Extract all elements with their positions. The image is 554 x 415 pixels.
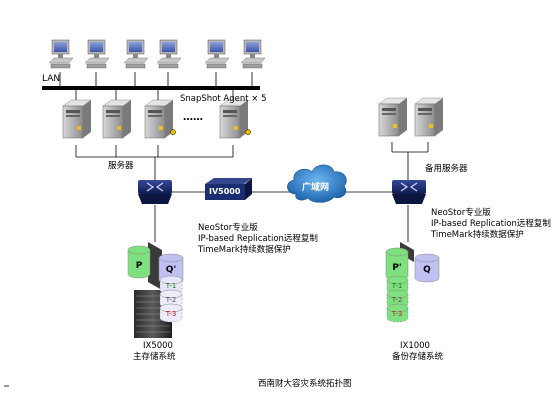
servers-label: 服务器 (108, 161, 134, 171)
server-icon (62, 99, 92, 139)
server-icon (219, 99, 252, 139)
primary-feature-3: TimeMark持续数据保护 (198, 245, 291, 255)
primary-volumes: P Q' T-1T-2T-3 (127, 245, 184, 323)
svg-text:T-2: T-2 (391, 296, 403, 304)
backup-volumes: P' Q T-1T-2T-3 (385, 247, 440, 323)
backup-model-label: IX1000 (400, 341, 430, 351)
svg-text:T-1: T-1 (391, 282, 403, 290)
diagram-caption: 西南财大容灾系统拓扑图 (258, 379, 352, 389)
snapshot-agent-label: SnapShot Agent × 5 (180, 94, 267, 104)
backup-feature-1: NeoStor专业版 (431, 208, 491, 218)
connection-lines (59, 72, 429, 242)
svg-text:P': P' (392, 263, 401, 273)
workstation-icon (204, 39, 230, 69)
workstation-icon (123, 39, 149, 69)
server-icon (414, 97, 444, 137)
primary-rack-top (148, 242, 162, 290)
lan-label: LAN (42, 74, 61, 84)
workstation-icon (240, 39, 266, 69)
iv5000-appliance (205, 178, 252, 200)
backup-name-label: 备份存储系统 (392, 352, 444, 362)
primary-model-label: IX5000 (143, 341, 173, 351)
primary-router (138, 180, 172, 204)
server-icon (378, 97, 408, 137)
svg-text:T-3: T-3 (165, 310, 177, 318)
servers (62, 97, 444, 139)
svg-text:Q': Q' (166, 265, 176, 275)
svg-text:T-1: T-1 (165, 282, 177, 290)
backup-feature-3: TimeMark持续数据保护 (431, 230, 524, 240)
workstation-icon (84, 39, 110, 69)
svg-text:T-2: T-2 (165, 296, 177, 304)
iv5000-label: IV5000 (209, 187, 241, 196)
lan-bus (42, 86, 260, 90)
backup-servers-label: 备用服务器 (425, 164, 468, 174)
dots-separator: …… (183, 112, 203, 123)
backup-router (392, 180, 426, 204)
svg-text:Q: Q (423, 265, 431, 275)
primary-feature-2: IP-based Replication远程复制 (198, 234, 318, 244)
svg-text:T-3: T-3 (391, 310, 403, 318)
workstations (48, 39, 266, 69)
wan-cloud-icon (287, 164, 347, 203)
svg-text:P: P (136, 261, 143, 271)
server-icon (102, 99, 132, 139)
backup-feature-2: IP-based Replication远程复制 (431, 219, 551, 229)
workstation-icon (48, 39, 74, 69)
primary-name-label: 主存储系统 (133, 352, 176, 362)
server-icon (144, 99, 177, 139)
primary-feature-1: NeoStor专业版 (198, 223, 258, 233)
workstation-icon (156, 39, 182, 69)
wan-label: 广域网 (302, 183, 330, 193)
